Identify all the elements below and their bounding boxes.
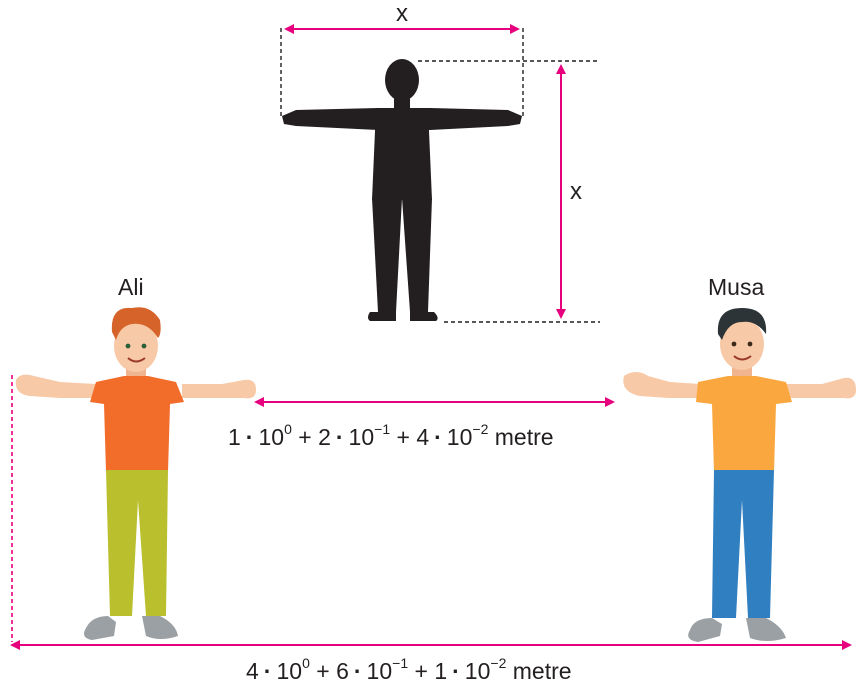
total-term-coefficient: 6 — [336, 658, 349, 684]
gap-multiply-dot: · — [245, 424, 254, 450]
gap-term-coefficient: 4 — [416, 424, 430, 450]
musa-name-label: Musa — [708, 274, 765, 300]
total-unit: metre — [506, 658, 572, 684]
gap-term-base: 10 — [348, 424, 375, 450]
silhouette-figure — [282, 59, 522, 321]
total-distance-expression: 4·100 + 6·10−1 + 1·10−2 metre — [246, 655, 572, 685]
ali-figure — [15, 307, 256, 640]
total-term-exponent: 0 — [302, 655, 310, 672]
musa-figure — [623, 308, 856, 642]
gap-unit: metre — [488, 424, 554, 450]
total-term-coefficient: 1 — [434, 658, 448, 684]
total-term-coefficient: 4 — [246, 658, 259, 684]
gap-multiply-dot: · — [335, 424, 344, 450]
total-term-base: 10 — [366, 658, 393, 684]
gap-term-exponent: −1 — [374, 421, 391, 438]
width-label: x — [396, 0, 408, 27]
total-plus-sign: + — [309, 658, 337, 684]
ali-name-label: Ali — [118, 274, 144, 300]
total-plus-sign: + — [408, 658, 435, 684]
gap-plus-sign: + — [390, 424, 417, 450]
silhouette-guides — [280, 28, 600, 323]
total-term-base: 10 — [464, 658, 491, 684]
total-term-exponent: −2 — [490, 655, 507, 672]
total-term-exponent: −1 — [392, 655, 409, 672]
gap-term-exponent: −2 — [472, 421, 489, 438]
gap-term-exponent: 0 — [284, 421, 292, 438]
gap-term-base: 10 — [258, 424, 285, 450]
total-term-base: 10 — [276, 658, 303, 684]
gap-term-base: 10 — [446, 424, 473, 450]
total-multiply-dot: · — [452, 658, 460, 684]
gap-plus-sign: + — [291, 424, 319, 450]
height-label: x — [570, 178, 582, 205]
total-multiply-dot: · — [263, 658, 272, 684]
gap-multiply-dot: · — [434, 424, 442, 450]
gap-distance-expression: 1·100 + 2·10−1 + 4·10−2 metre — [228, 421, 554, 451]
total-multiply-dot: · — [353, 658, 362, 684]
gap-term-coefficient: 2 — [318, 424, 331, 450]
gap-term-coefficient: 1 — [228, 424, 241, 450]
